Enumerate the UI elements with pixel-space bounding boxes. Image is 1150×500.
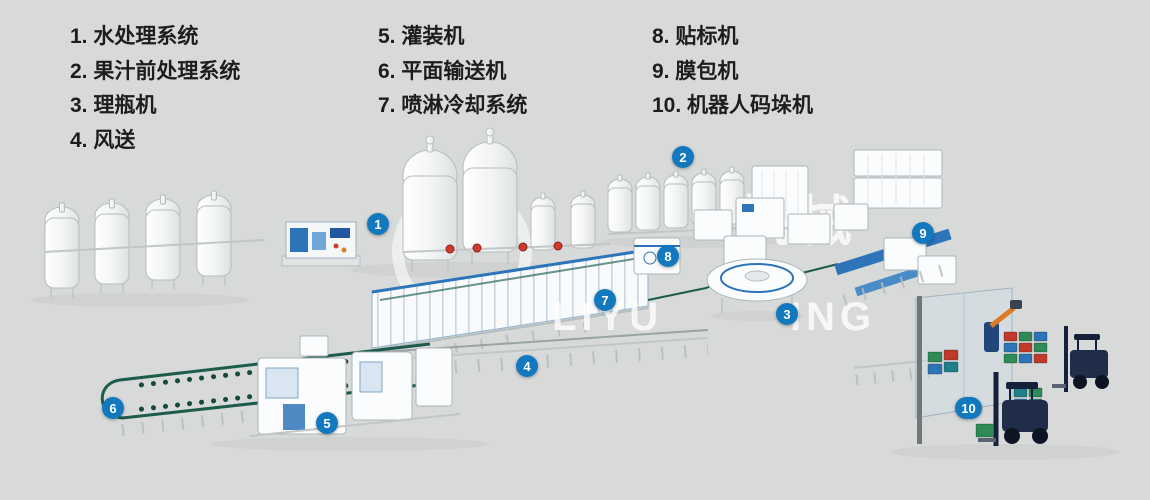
legend-item-flat-conveyor: 6. 平面输送机 — [378, 59, 507, 83]
marker-2-juice-pretreatment: 2 — [672, 146, 694, 168]
marker-7-spray-cooling: 7 — [594, 289, 616, 311]
marker-6-flat-conveyor: 6 — [102, 397, 124, 419]
legend-column-1: 1. 水处理系统 2. 果汁前处理系统 3. 理瓶机 4. 风送 — [70, 20, 240, 158]
bottle-unscrambler — [706, 235, 808, 314]
pretreatment-skid — [281, 221, 361, 267]
marker-4-air-conveyor: 4 — [516, 355, 538, 377]
palletizing-robot — [984, 300, 1022, 352]
forklift — [1052, 326, 1109, 392]
legend-item-labeling-machine: 8. 贴标机 — [652, 25, 739, 48]
legend-item-spray-cooling: 7. 喷淋冷却系统 — [378, 94, 528, 117]
marker-3-bottle-unscrambler: 3 — [776, 303, 798, 325]
legend-item-bottle-unscrambler: 3. 理瓶机 — [70, 94, 157, 117]
marker-1-water-treatment: 1 — [367, 213, 389, 235]
water-treatment-main-tanks — [402, 127, 611, 273]
legend-item-robot-palletizer: 10. 机器人码垛机 — [652, 94, 814, 117]
legend-item-filling-machine: 5. 灌装机 — [378, 25, 465, 48]
filling-machine-group — [249, 335, 461, 437]
legend-column-2: 5. 灌装机 6. 平面输送机 7. 喷淋冷却系统 — [378, 20, 527, 124]
forklift-2 — [975, 372, 1048, 446]
legend-item-film-wrapper: 9. 膜包机 — [652, 59, 739, 83]
marker-9-film-wrapper: 9 — [912, 222, 934, 244]
process-machines — [693, 197, 869, 245]
marker-8-labeling-machine: 8 — [657, 245, 679, 267]
legend-column-3: 8. 贴标机 9. 膜包机 10. 机器人码垛机 — [652, 20, 813, 124]
spray-cooling-tunnel — [371, 248, 649, 365]
legend-item-water-treatment: 1. 水处理系统 — [70, 25, 199, 48]
marker-5-filling-machine: 5 — [316, 412, 338, 434]
marker-10-robot-palletizer: 10 — [955, 397, 982, 419]
watermark-latin-right: ING — [790, 295, 876, 339]
water-treatment-left-tanks — [43, 190, 265, 299]
legend-item-juice-pretreatment: 2. 果汁前处理系统 — [70, 59, 241, 83]
robot-palletizer-group — [915, 287, 1109, 446]
legend-item-air-conveyor: 4. 风送 — [70, 128, 136, 152]
process-cabinets — [853, 149, 943, 209]
